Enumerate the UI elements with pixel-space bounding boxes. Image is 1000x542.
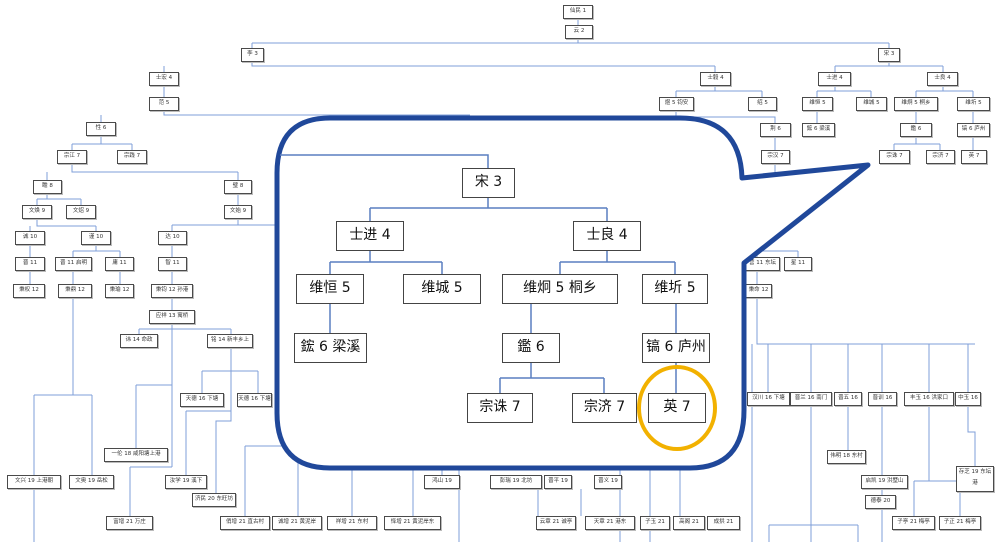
tree-node: 文奥 19 岳松 <box>69 475 114 489</box>
tree-node: 镐 6 庐州 <box>957 123 990 137</box>
tree-node: 晋 11 启明 <box>55 257 92 271</box>
tree-node: 宗诛 7 <box>879 150 910 164</box>
tree-node: 秉瑜 12 <box>105 284 134 298</box>
tree-node: 祥增 21 东村 <box>327 516 377 530</box>
tree-node: 智 11 <box>158 257 187 271</box>
tree-node: 士良 4 <box>927 72 958 86</box>
tree-node: 天章 21 港东 <box>585 516 635 530</box>
tree-node: 璧 8 <box>224 180 252 194</box>
tree-node: 李 3 <box>241 48 264 62</box>
callout-node: 士进 4 <box>336 221 404 251</box>
tree-node: 晋训 16 <box>868 392 897 406</box>
tree-node: 维圻 5 <box>957 97 990 111</box>
tree-node: 煜 5 钧安 <box>659 97 694 111</box>
highlighted-node: 英 7 <box>648 393 706 423</box>
tree-node: 秉鼎 12 <box>58 284 92 298</box>
callout-node: 维恒 5 <box>296 274 364 304</box>
tree-node: 成拱 21 <box>707 516 740 530</box>
tree-node: 士宏 4 <box>149 72 179 86</box>
tree-node: 中玉 16 <box>955 392 981 406</box>
tree-node: 晋义 19 <box>594 475 622 489</box>
tree-node: 怿增 21 黄泥岸东 <box>384 516 441 530</box>
tree-node: 子亭 21 梅亭 <box>892 516 935 530</box>
callout-node: 士良 4 <box>573 221 641 251</box>
tree-node: 启凯 19 洪墅山 <box>861 475 908 489</box>
tree-node: 一伦 18 咸阳塘上港 <box>104 448 168 462</box>
callout-node: 鑑 6 <box>502 333 560 363</box>
tree-node: 子正 21 梅亭 <box>939 516 981 530</box>
tree-node: 伟明 18 东村 <box>827 450 866 464</box>
tree-node: 汝学 19 溪下 <box>165 475 207 489</box>
tree-node: 宗践 7 <box>117 150 147 164</box>
tree-node: 晋五 16 <box>834 392 862 406</box>
tree-node: 维炯 5 桐乡 <box>894 97 938 111</box>
tree-node: 天德 16 下塘 <box>180 393 224 407</box>
tree-node: 范 5 <box>149 97 179 111</box>
tree-node: 富增 21 万庄 <box>106 516 153 530</box>
tree-node: 秉权 12 <box>13 284 45 298</box>
tree-node: 应祥 13 寓桥 <box>149 310 195 324</box>
tree-node: 星 11 <box>784 257 812 271</box>
tree-node: 文炤 9 <box>66 205 96 219</box>
tree-node: 晋 11 <box>15 257 45 271</box>
tree-node: 绍 5 <box>748 97 777 111</box>
tree-node: 宋 3 <box>878 48 900 62</box>
tree-node: 秉命 12 <box>745 284 772 298</box>
tree-node: 诚增 21 黄泥岸 <box>272 516 322 530</box>
tree-node: 荆 6 <box>760 123 791 137</box>
tree-node: 存芝 19 东坛港 <box>956 466 994 492</box>
tree-node: 汉川 16 下塘 <box>747 392 790 406</box>
callout-node: 维城 5 <box>403 274 481 304</box>
tree-node: 铭 14 新丰乡上 <box>207 334 253 348</box>
callout-node: 镐 6 庐州 <box>642 333 710 363</box>
tree-node: 德泰 20 <box>865 495 896 509</box>
tree-node: 子玉 21 <box>640 516 670 530</box>
tree-node: 讳 14 命政 <box>120 334 158 348</box>
tree-node: 维城 5 <box>856 97 887 111</box>
tree-node: 晋兰 16 南门 <box>790 392 832 406</box>
tree-node: 仙民 1 <box>563 5 593 19</box>
tree-node: 秉钧 12 孙港 <box>151 284 193 298</box>
tree-node: 俏增 21 直古村 <box>220 516 270 530</box>
tree-node: 士进 4 <box>818 72 851 86</box>
callout-node: 宋 3 <box>462 168 515 198</box>
tree-node: 维恒 5 <box>802 97 833 111</box>
tree-node: 谨 10 <box>81 231 111 245</box>
tree-node: 性 6 <box>86 122 116 136</box>
callout-node: 宗济 7 <box>572 393 637 423</box>
tree-node: 鑑 6 <box>900 123 932 137</box>
tree-node: 瞻 8 <box>33 180 62 194</box>
callout-node: 鋐 6 梁溪 <box>294 333 367 363</box>
callout-node: 维圻 5 <box>642 274 708 304</box>
tree-node: 彭瑞 19 北坊 <box>490 475 542 489</box>
callout-node: 宗诛 7 <box>467 393 533 423</box>
tree-node: 鸿山 19 <box>424 475 460 489</box>
tree-node: 云 2 <box>565 25 593 39</box>
tree-node: 济民 20 东旺坊 <box>192 493 236 507</box>
tree-node: 宗济 7 <box>926 150 955 164</box>
tree-node: 文始 9 <box>224 205 252 219</box>
tree-node: 宗汉 7 <box>761 150 790 164</box>
tree-node: 丰玉 16 洪家口 <box>904 392 954 406</box>
tree-node: 宗江 7 <box>57 150 87 164</box>
tree-node: 文兴 19 上港朝 <box>7 475 61 489</box>
tree-node: 庸 11 <box>105 257 134 271</box>
callout-node: 维炯 5 桐乡 <box>502 274 618 304</box>
tree-node: 文焕 9 <box>22 205 52 219</box>
tree-node: 达 10 <box>158 231 187 245</box>
tree-node: 英 7 <box>961 150 987 164</box>
tree-node: 诚 10 <box>15 231 45 245</box>
tree-node: 鋐 6 梁溪 <box>802 123 835 137</box>
tree-node: 士毅 4 <box>700 72 731 86</box>
tree-node: 晋平 19 <box>544 475 572 489</box>
tree-node: 高阁 21 <box>673 516 705 530</box>
tree-node: 天德 16 下塘 <box>237 393 272 407</box>
tree-node: 云章 21 诚亭 <box>536 516 576 530</box>
